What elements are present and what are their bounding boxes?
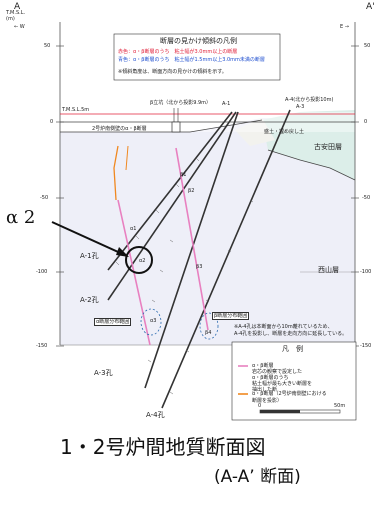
left-tick-0: 0 xyxy=(50,119,54,125)
legend2-orange-desc: 断層を投影） xyxy=(252,398,283,404)
nishiyama-label: 西山層 xyxy=(318,266,339,274)
fill-label: 盛土・埋め戻し土 xyxy=(264,129,305,135)
elevation-unit-label: T.M.S.L. (m) xyxy=(6,10,26,22)
borehole-depth-ticks xyxy=(115,157,254,395)
borehole-a4 xyxy=(161,109,291,409)
alpha1-label: α1 xyxy=(130,226,137,232)
tmsl-label: T.M.S.L.5m xyxy=(62,107,90,113)
left-tick-neg150: -150 xyxy=(36,343,48,349)
east-arrow-label: E → xyxy=(340,24,349,30)
borehole-a4-label: A-4孔 xyxy=(146,411,165,419)
legend2-pink-desc3: 粘土幅が最も大きい断層を xyxy=(252,381,313,387)
legend2-pink-title: α・β断層 xyxy=(252,363,274,369)
furuyasuda-layer xyxy=(262,110,355,180)
beta-shaft xyxy=(171,121,181,133)
a3-top-label: A-3 xyxy=(296,104,305,110)
right-tick-50: 50 xyxy=(364,43,371,49)
a1-top-label: A-1 xyxy=(222,101,231,107)
legend2-frame xyxy=(231,341,357,421)
beta2-label: β2 xyxy=(188,188,195,194)
furuyasuda-label: 古安田層 xyxy=(314,143,342,151)
reactor-wall-fault xyxy=(113,145,119,201)
beta-range-label: β断層分布範囲 xyxy=(212,312,250,320)
legend-red-key: 赤色： xyxy=(118,49,134,55)
alpha2-callout-arrow xyxy=(51,221,128,257)
reactor-wall-fault-2 xyxy=(125,145,129,171)
legend-red-text: α・β断層のうち 粘土幅が3.0mm以上の断層 xyxy=(133,49,238,55)
right-tick-neg50: -50 xyxy=(362,195,371,201)
borehole-a2-label: A-2孔 xyxy=(80,296,99,304)
left-tick-neg100: -100 xyxy=(36,269,48,275)
legend2-title: 凡 例 xyxy=(282,345,303,353)
borehole-a1 xyxy=(107,111,233,271)
right-tick-neg100: -100 xyxy=(360,269,372,275)
legend2-pink-desc2: α・β断層のうち xyxy=(252,375,289,381)
beta-range-ellipse xyxy=(199,312,219,340)
fill-layer xyxy=(235,118,275,146)
a4-projection-label: A-4(北から投影10m) xyxy=(285,97,334,103)
a4-note-line2: A-4孔を投影し、断層を走向方向に延長している。 xyxy=(234,331,348,337)
alpha3-label: α3 xyxy=(150,318,157,324)
left-tick-neg50: -50 xyxy=(40,195,49,201)
legend2-pink-desc4: 抽出した断 xyxy=(252,387,278,393)
legend-blue-text: α・β断層のうち 粘土幅が1.5mm以上3.0mm未満の断層 xyxy=(133,57,265,63)
bedrock-surface xyxy=(60,119,263,133)
scale-zero-label: 0 xyxy=(258,403,262,409)
right-tick-0: 0 xyxy=(364,119,368,125)
legend-note: ※傾斜角度は、断面方向の見かけの傾斜を示す。 xyxy=(118,69,227,75)
furuyasuda-boundary xyxy=(267,149,356,181)
figure-caption-title: 1・2号炉間地質断面図 xyxy=(60,435,266,459)
right-tick-neg150: -150 xyxy=(360,343,372,349)
beta4-label: β4 xyxy=(205,330,212,336)
left-ticks xyxy=(56,45,64,347)
borehole-a3 xyxy=(144,111,239,389)
reactor-fault-label: 2号炉南側壁のα・β断層 xyxy=(92,126,147,132)
section-right-label: A' xyxy=(366,2,375,12)
alpha2-arrowhead xyxy=(116,247,129,257)
west-arrow-label: ← W xyxy=(14,24,25,30)
fault-beta-main xyxy=(175,147,209,331)
legend-blue-key: 青色： xyxy=(118,57,134,63)
legend2-orange-title: α・β断層（2号炉南側壁における xyxy=(252,391,327,397)
legend-title: 断層の見かけ傾斜の凡例 xyxy=(160,37,237,45)
a4-note-line1: ※A-4孔は本断面から10m離れているため、 xyxy=(234,324,333,330)
beta-shaft-label: β立坑（北から投影9.9m） xyxy=(150,100,212,106)
nishiyama-layer xyxy=(60,118,355,345)
legend2-pink-desc1: 岩芯の観察で設定した xyxy=(252,369,303,375)
legend-red-row: 赤色：α・β断層のうち 粘土幅が3.0mm以上の断層 xyxy=(118,49,237,55)
figure-caption-subtitle: (A-A’ 断面) xyxy=(214,467,301,487)
borehole-a1-label: A-1孔 xyxy=(80,252,99,260)
alpha2-highlight-circle xyxy=(125,246,153,274)
alpha2-small-label: α2 xyxy=(139,258,146,264)
legend-box-frame xyxy=(113,33,281,81)
borehole-a3-label: A-3孔 xyxy=(94,369,113,377)
beta1-label: β1 xyxy=(180,172,187,178)
left-tick-50: 50 xyxy=(44,43,51,49)
alpha2-callout-label: α 2 xyxy=(6,207,36,228)
legend-blue-row: 青色：α・β断層のうち 粘土幅が1.5mm以上3.0mm未満の断層 xyxy=(118,57,265,63)
alpha-range-label: α断層分布範囲 xyxy=(94,318,132,326)
alpha-range-ellipse xyxy=(140,308,162,336)
beta3-label: β3 xyxy=(196,264,203,270)
boreholes xyxy=(107,109,291,409)
scale-fifty-label: 50m xyxy=(334,403,346,409)
section-left-label: A xyxy=(14,2,21,12)
